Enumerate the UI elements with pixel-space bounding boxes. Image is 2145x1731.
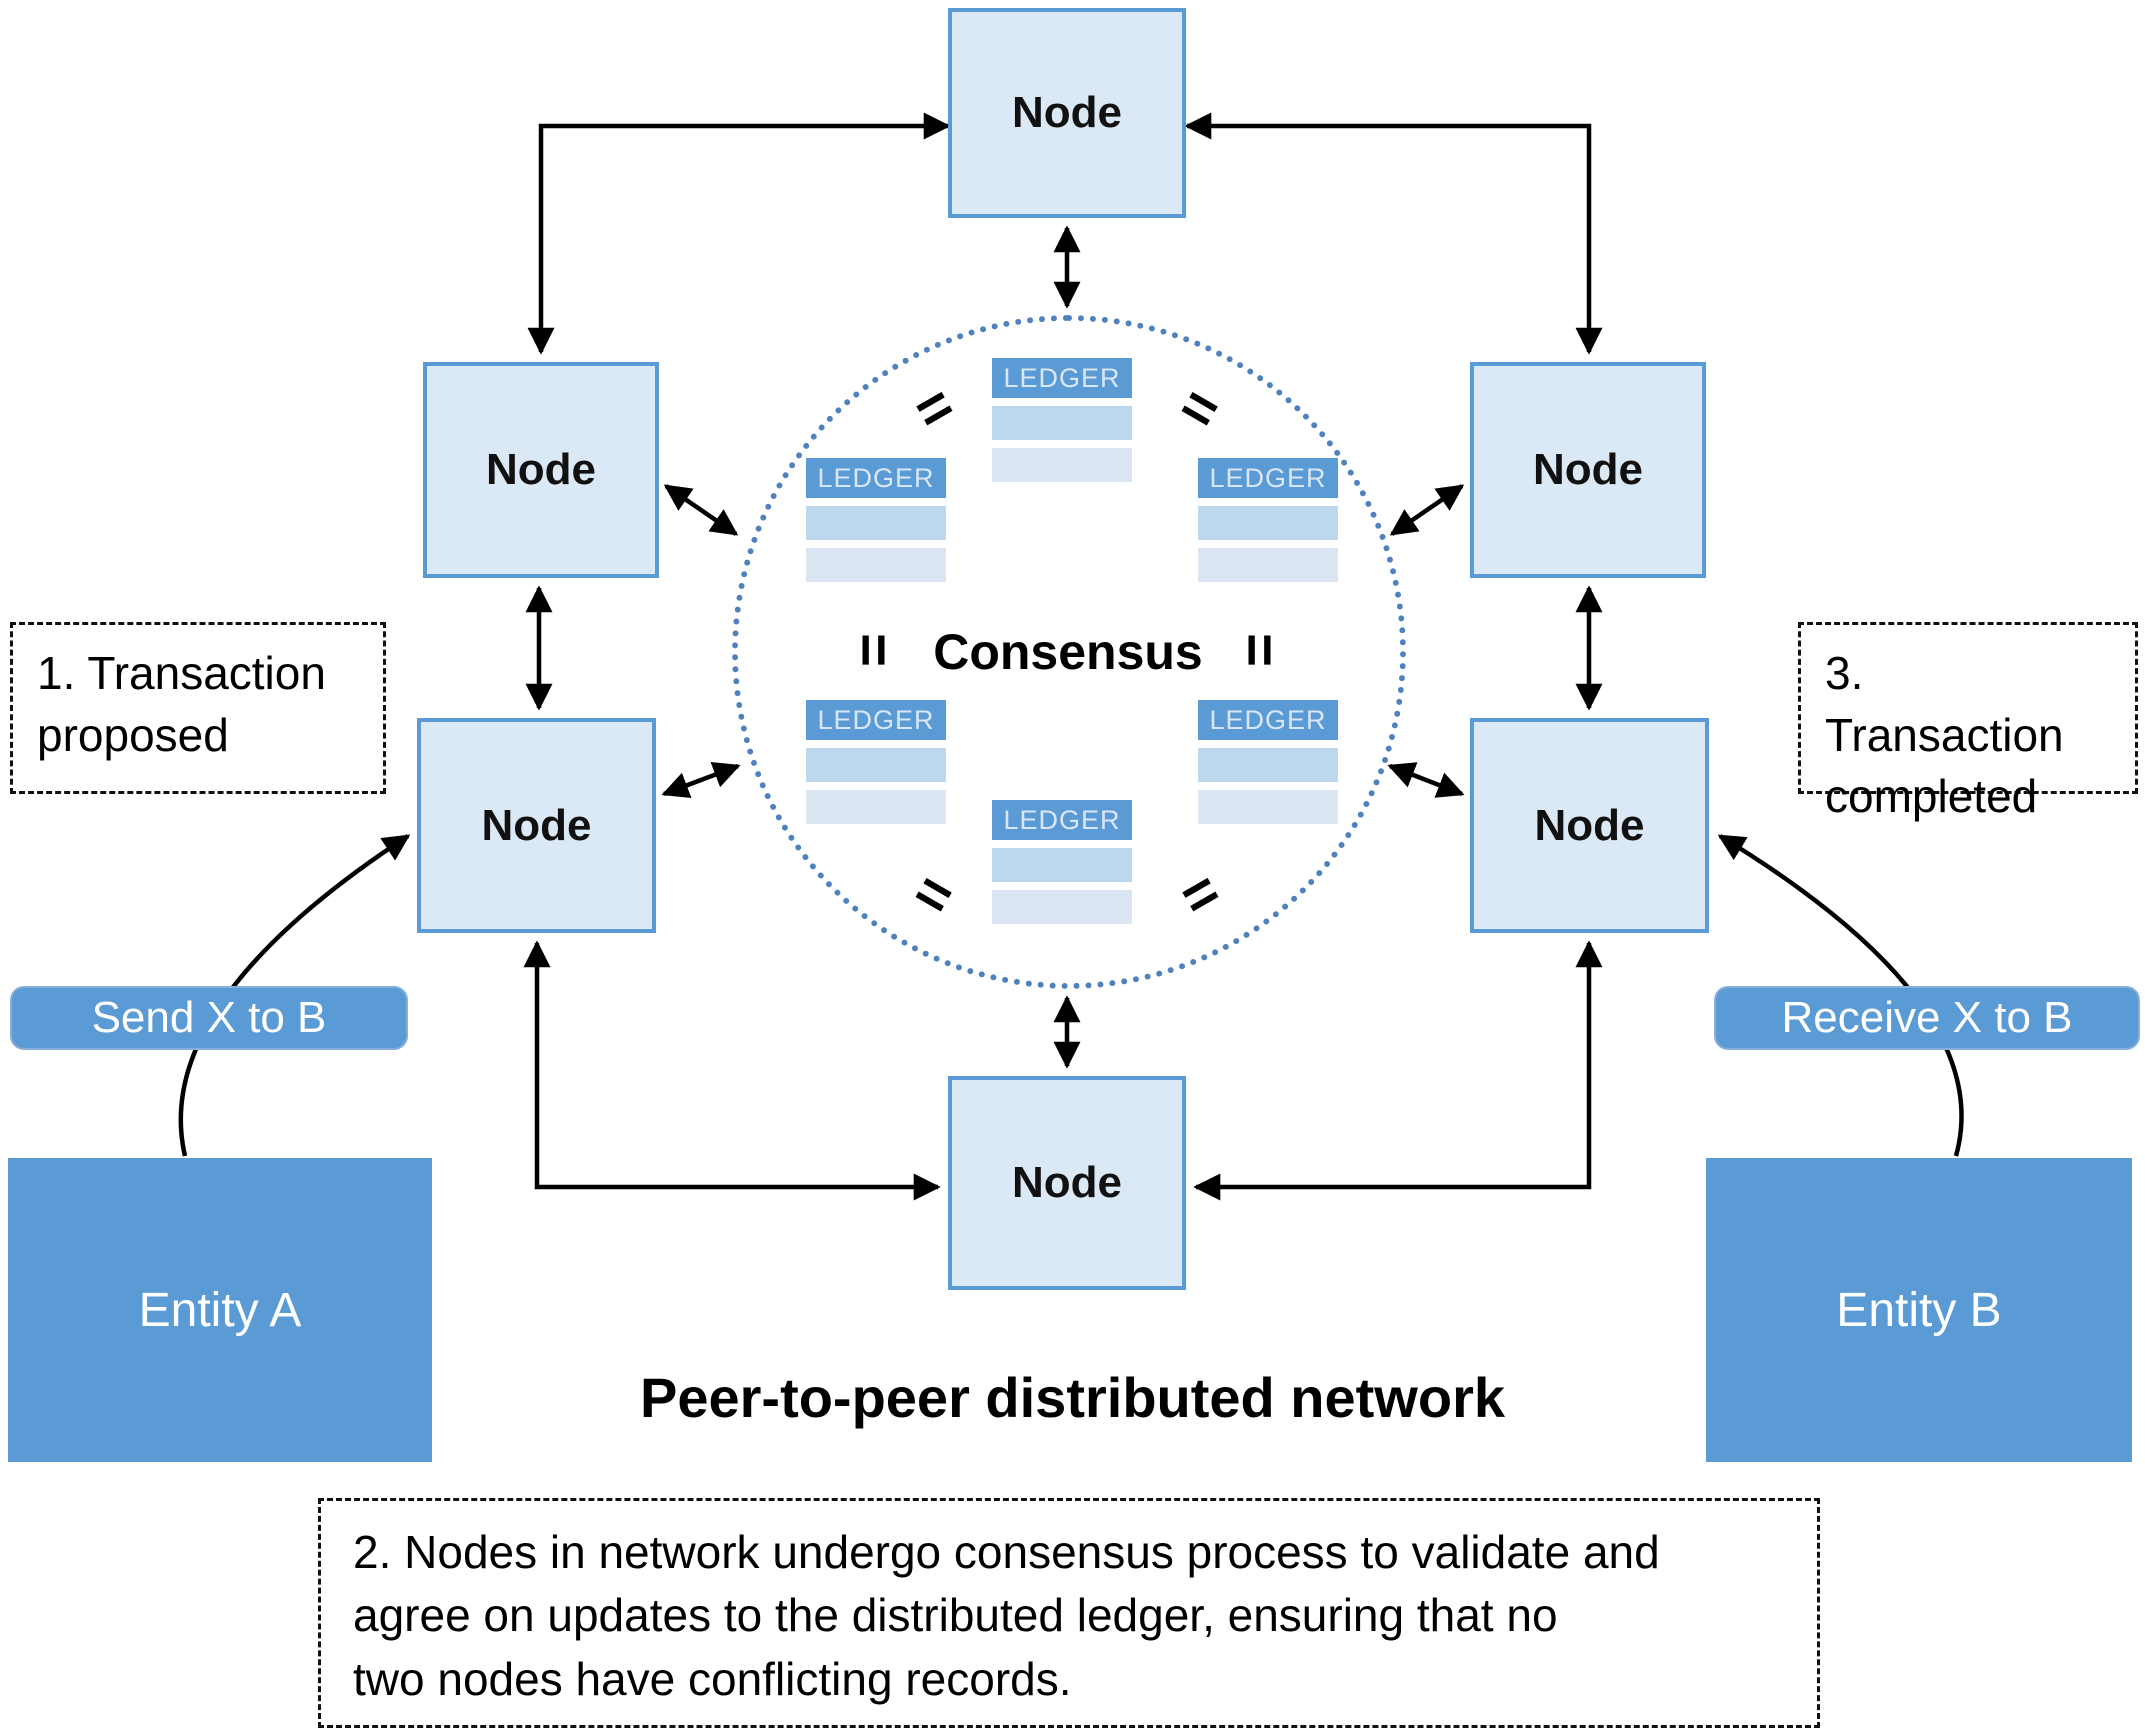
arrow-midright-circle [1387, 762, 1465, 798]
ledger-header: LEDGER [992, 358, 1132, 398]
arrow-topnode-upperright [1184, 112, 1603, 355]
annotation-consensus-process: 2. Nodes in network undergo consensus pr… [318, 1498, 1820, 1728]
arrow-midleft-bottomnode [523, 940, 941, 1201]
ledger-row [992, 890, 1132, 924]
annotation-line: 3. Transaction [1825, 647, 2064, 761]
ledger-table-upper-right: LEDGER [1198, 458, 1338, 590]
ledger-row [806, 506, 946, 540]
ledger-table-lower-right: LEDGER [1198, 700, 1338, 832]
ledger-header: LEDGER [806, 700, 946, 740]
equals-sign: = [1227, 633, 1293, 667]
ledger-row [992, 848, 1132, 882]
arrow-midleft-circle [661, 761, 741, 799]
receive-transaction-label: Receive X to B [1714, 986, 2140, 1050]
node-mid-right: Node [1470, 718, 1709, 933]
ledger-row [1198, 748, 1338, 782]
ledger-row [1198, 790, 1338, 824]
arrow-upperleft-circle [663, 484, 739, 536]
ledger-row [806, 748, 946, 782]
entity-b-box: Entity B [1706, 1158, 2132, 1462]
node-top: Node [948, 8, 1186, 218]
send-transaction-label: Send X to B [10, 986, 408, 1050]
ledger-row [1198, 548, 1338, 582]
arrow-topnode-upperleft [527, 112, 951, 355]
annotation-transaction-completed: 3. Transaction completed [1798, 622, 2138, 822]
arrow-midright-bottomnode [1193, 940, 1603, 1201]
ledger-table-bottom: LEDGER [992, 800, 1132, 932]
ledger-row [806, 548, 946, 582]
ledger-header: LEDGER [992, 800, 1132, 840]
annotation-line: agree on updates to the distributed ledg… [353, 1589, 1558, 1642]
ledger-row [1198, 506, 1338, 540]
ledger-header: LEDGER [1198, 458, 1338, 498]
node-bottom: Node [948, 1076, 1186, 1290]
annotation-line: proposed [37, 708, 229, 761]
ledger-table-lower-left: LEDGER [806, 700, 946, 832]
ledger-row [992, 448, 1132, 482]
arrow-upperright-circle [1389, 484, 1465, 536]
ledger-header: LEDGER [806, 458, 946, 498]
diagram-title: Peer-to-peer distributed network [639, 1366, 1506, 1429]
annotation-transaction-proposed: 1. Transaction proposed [10, 622, 386, 794]
consensus-circle [732, 315, 1406, 989]
ledger-row [992, 406, 1132, 440]
ledger-table-top: LEDGER [992, 358, 1132, 490]
node-upper-right: Node [1470, 362, 1706, 578]
entity-a-box: Entity A [8, 1158, 432, 1462]
ledger-header: LEDGER [1198, 700, 1338, 740]
annotation-line: 2. Nodes in network undergo consensus pr… [353, 1526, 1660, 1578]
annotation-line: 1. Transaction [37, 647, 326, 699]
ledger-table-upper-left: LEDGER [806, 458, 946, 590]
equals-sign: = [841, 633, 907, 667]
node-upper-left: Node [423, 362, 659, 578]
consensus-label: Consensus [933, 624, 1203, 680]
ledger-row [806, 790, 946, 824]
node-mid-left: Node [417, 718, 656, 933]
annotation-line: completed [1825, 770, 2038, 823]
annotation-line: two nodes have conflicting records. [353, 1652, 1072, 1705]
